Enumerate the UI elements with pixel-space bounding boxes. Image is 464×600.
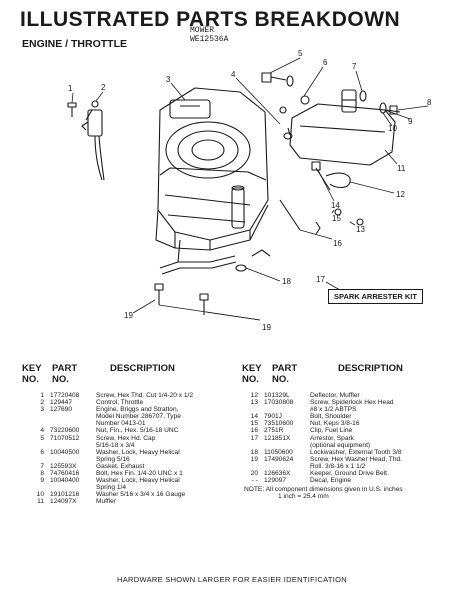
note-line: NOTE: All component dimensions given in … — [244, 486, 403, 494]
list-item: 5/16-18 x 3/4 — [96, 441, 135, 449]
callout-6: 6 — [323, 58, 328, 67]
footer-note: HARDWARE SHOWN LARGER FOR EASIER IDENTIF… — [117, 575, 347, 584]
page-title: ILLUSTRATED PARTS BREAKDOWN — [20, 8, 401, 31]
callout-12: 12 — [396, 190, 405, 199]
list-item: Spring 5/16 — [96, 455, 130, 463]
throttle-control-drawing — [81, 100, 105, 181]
callout-10: 10 — [388, 124, 397, 133]
callout-9: 9 — [408, 117, 413, 126]
list-item: Model Number 286707, Type — [96, 413, 181, 421]
list-item: #8 x 1/2 ABTPS — [310, 406, 357, 414]
parts-diagram: 1 2 3 4 5 6 7 8 9 10 11 12 13 14 15 16 1… — [67, 49, 432, 332]
spark-arrester-parts-drawing — [251, 161, 364, 257]
list-item: (optional equipment) — [310, 441, 371, 449]
list-item: Roll. 3/8-16 x 1 1/2 — [310, 462, 366, 470]
callout-2: 2 — [101, 83, 106, 92]
callout-3: 3 — [166, 75, 171, 84]
model-label: MOWER WE12536A — [190, 26, 228, 44]
list-item: Number 0413-01 — [96, 420, 146, 428]
muffler-drawing — [279, 89, 396, 166]
leader-lines — [71, 57, 429, 321]
callout-8: 8 — [427, 98, 432, 107]
callout-19-left: 19 — [124, 311, 133, 320]
callout-7: 7 — [352, 62, 357, 71]
part-no-header-right: PART NO. — [272, 363, 298, 385]
part-no-header-left: PART NO. — [52, 363, 78, 385]
callout-1: 1 — [68, 84, 73, 93]
callout-15: 15 — [332, 214, 341, 223]
callout-14: 14 — [331, 201, 340, 210]
page-subtitle: ENGINE / THROTTLE — [22, 38, 127, 50]
callout-16: 16 — [333, 239, 342, 248]
engine-drawing — [155, 87, 269, 251]
callout-numbers: 1 2 3 4 5 6 7 8 9 10 11 12 13 14 15 16 1… — [68, 49, 432, 332]
callout-11: 11 — [397, 164, 406, 173]
bracket-drawing — [159, 239, 237, 275]
description-header-right: DESCRIPTION — [338, 363, 403, 374]
screws-19-drawing — [154, 264, 247, 315]
callout-17: 17 — [316, 275, 325, 284]
callout-4: 4 — [231, 70, 236, 79]
key-no-header-right: KEY NO. — [242, 363, 262, 385]
screw-1-drawing — [67, 102, 77, 117]
list-item: Spring 1/4 — [96, 484, 127, 492]
callout-19-right: 19 — [262, 323, 271, 332]
model-line-1: MOWER — [190, 26, 215, 35]
callout-18: 18 — [282, 277, 291, 286]
note-line: 1 inch = 25.4 mm — [278, 493, 329, 501]
callout-13: 13 — [356, 225, 365, 234]
spark-arrester-kit-label: SPARK ARRESTER KIT — [328, 289, 423, 304]
model-line-2: WE12536A — [190, 35, 229, 44]
callout-5: 5 — [298, 49, 303, 58]
hardware-5-10-drawing — [261, 72, 401, 140]
description-header-left: DESCRIPTION — [110, 363, 175, 374]
key-no-header-left: KEY NO. — [22, 363, 42, 385]
